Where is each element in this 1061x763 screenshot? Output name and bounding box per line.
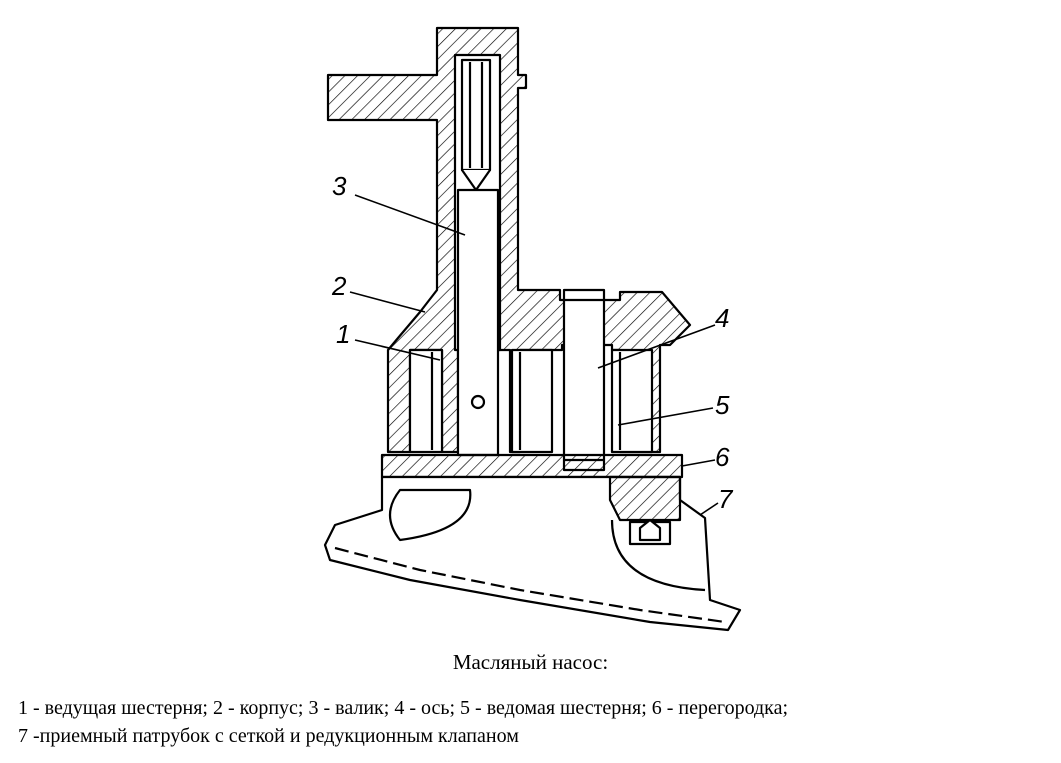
drive-gear-left: [408, 348, 444, 454]
legend-line-2: 7 -приемный патрубок с сеткой и редукцио…: [18, 725, 519, 747]
reducing-valve-body: [608, 475, 682, 522]
callout-2: 2: [331, 271, 347, 301]
callout-5: 5: [715, 390, 730, 420]
pump-housing: [326, 26, 692, 454]
callout-4: 4: [715, 303, 729, 333]
drive-shaft: [456, 188, 500, 457]
driven-gear-axle: [562, 288, 606, 472]
callout-6: 6: [715, 442, 730, 472]
drive-gear-right: [510, 348, 554, 454]
callout-1: 1: [336, 319, 350, 349]
callout-7: 7: [718, 484, 734, 514]
intake-left-chamber: [388, 488, 472, 542]
partition-plate: [380, 453, 684, 479]
oil-pump-cross-section-diagram: 3 2 1 4 5 6 7: [323, 26, 742, 632]
shaft-pin-hole: [470, 394, 486, 410]
intake-screen: [334, 546, 726, 624]
driven-gear: [610, 348, 654, 454]
shaft-bolt: [460, 58, 492, 172]
figure-caption: Масляный насос:: [452, 650, 609, 674]
legend-line-1: 1 - ведущая шестерня; 2 - корпус; 3 - ва…: [18, 697, 789, 719]
callout-3: 3: [332, 171, 347, 201]
